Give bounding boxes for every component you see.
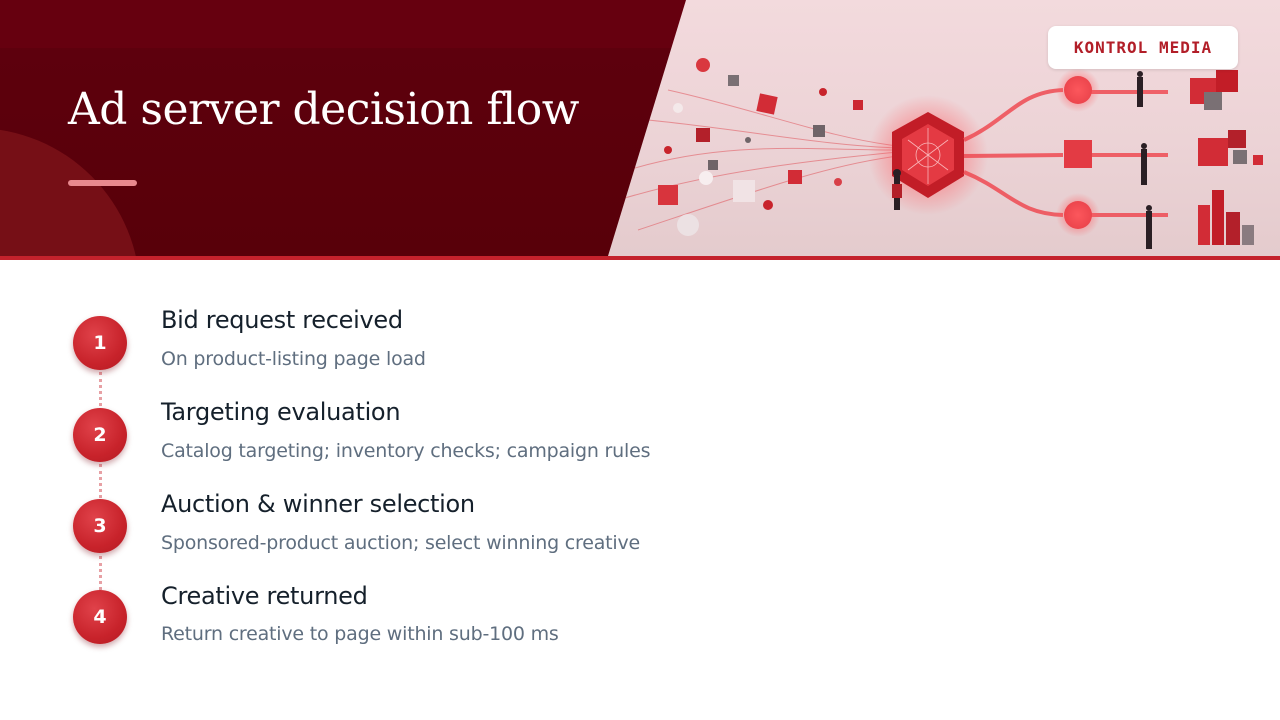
data-flow-illustration [617,58,1263,249]
step-number: 3 [93,515,107,537]
step-title: Auction & winner selection [161,490,475,518]
header-divider [0,256,1280,260]
brand-logo: KONTROL MEDIA [1048,26,1238,69]
step-title: Targeting evaluation [161,398,401,426]
step-connector [99,464,102,498]
step-number-badge: 1 [73,316,127,370]
step-number-badge: 3 [73,499,127,553]
step-title: Creative returned [161,582,368,610]
header-illustration [608,0,1280,256]
step-description: On product-listing page load [161,348,426,370]
step-description: Return creative to page within sub-100 m… [161,623,559,645]
step-number: 2 [93,424,107,446]
step-title: Bid request received [161,306,403,334]
brand-name: KONTROL MEDIA [1073,38,1213,57]
step-number-badge: 4 [73,590,127,644]
step-description: Catalog targeting; inventory checks; cam… [161,440,651,462]
step-number: 1 [93,332,107,354]
page-title: Ad server decision flow [68,84,579,135]
step-connector [99,556,102,590]
slide-header: Ad server decision flow KONTROL MEDIA [0,0,1280,256]
step-description: Sponsored-product auction; select winnin… [161,532,641,554]
step-connector [99,372,102,406]
title-accent-bar [68,180,137,186]
header-top-band [0,0,686,48]
step-number: 4 [93,606,107,628]
step-number-badge: 2 [73,408,127,462]
